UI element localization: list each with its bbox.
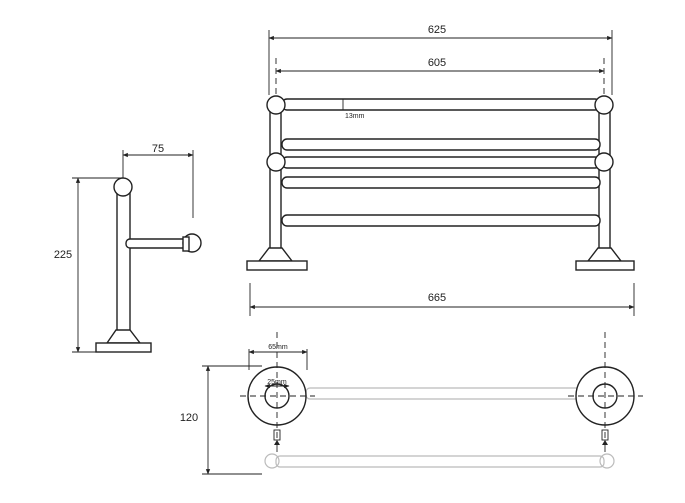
dim-base-label: 665 xyxy=(428,292,446,304)
plan-rail-back xyxy=(305,387,581,400)
dim-overall-label: 625 xyxy=(428,24,446,36)
plan-rail-end-left xyxy=(264,453,280,469)
knob-top-left xyxy=(266,95,286,115)
front-post-left xyxy=(269,111,282,251)
rail-2 xyxy=(281,138,601,151)
rail-bottom xyxy=(281,214,601,227)
plan-rail-end-right xyxy=(599,453,615,469)
dim-plan-depth-label: 120 xyxy=(180,412,198,424)
front-foot-flare-right xyxy=(586,247,623,262)
rail-4 xyxy=(281,176,601,189)
side-arm-collar xyxy=(182,236,190,252)
side-arm xyxy=(125,238,191,249)
front-foot-base-right xyxy=(575,260,635,271)
side-top-knob xyxy=(113,177,133,197)
side-post xyxy=(116,191,131,333)
front-view: 625 605 13mm 665 xyxy=(246,24,635,316)
knob-mid-right xyxy=(594,152,614,172)
dim-rail-label: 605 xyxy=(428,57,446,69)
knob-top-right xyxy=(594,95,614,115)
front-post-right xyxy=(598,111,611,251)
side-foot-flare xyxy=(105,329,142,344)
rail-top xyxy=(281,98,601,111)
plan-view: 120 65mm 25mm xyxy=(180,332,643,475)
knob-mid-left xyxy=(266,152,286,172)
fixing-screw-left xyxy=(273,429,281,452)
side-view: 75 225 xyxy=(54,143,202,353)
dim-depth-label: 75 xyxy=(152,143,164,155)
front-foot-flare-left xyxy=(257,247,294,262)
dim-hole-label: 25mm xyxy=(267,379,287,386)
plan-rail-front xyxy=(275,455,605,468)
front-foot-base-left xyxy=(246,260,308,271)
dim-flange-label: 65mm xyxy=(268,344,288,351)
side-foot-base xyxy=(95,342,152,353)
fixing-screw-right xyxy=(601,429,609,452)
dim-height-label: 225 xyxy=(54,249,72,261)
dim-rail-diameter-label: 13mm xyxy=(345,113,365,120)
rail-3 xyxy=(281,156,601,169)
